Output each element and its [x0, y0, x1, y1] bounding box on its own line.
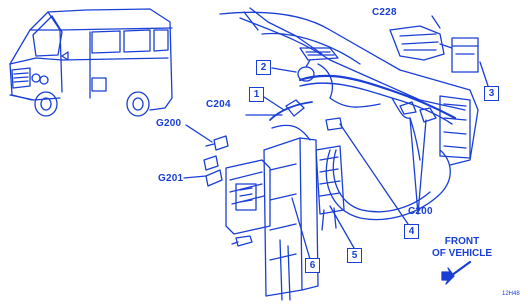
label-g200: G200 — [156, 118, 182, 129]
label-c228: C228 — [372, 7, 397, 18]
figure-code: 12H48 — [502, 291, 520, 297]
callout-2: 2 — [256, 60, 271, 75]
callout-3: 3 — [484, 86, 499, 101]
leader-lines — [183, 15, 489, 267]
callout-1: 1 — [249, 87, 264, 102]
front-label-line1: FRONT — [444, 236, 480, 247]
callout-4: 4 — [404, 224, 419, 239]
harness-assembly — [203, 7, 479, 301]
label-g201: G201 — [158, 173, 184, 184]
van-illustration — [9, 8, 173, 117]
callout-6: 6 — [305, 258, 320, 273]
front-arrow — [441, 260, 472, 285]
front-of-vehicle-label: FRONT OF VEHICLE — [432, 236, 492, 260]
label-c204: C204 — [206, 99, 231, 110]
label-c200: C200 — [408, 206, 433, 217]
callout-5: 5 — [347, 248, 362, 263]
front-label-line2: OF VEHICLE — [432, 248, 493, 259]
